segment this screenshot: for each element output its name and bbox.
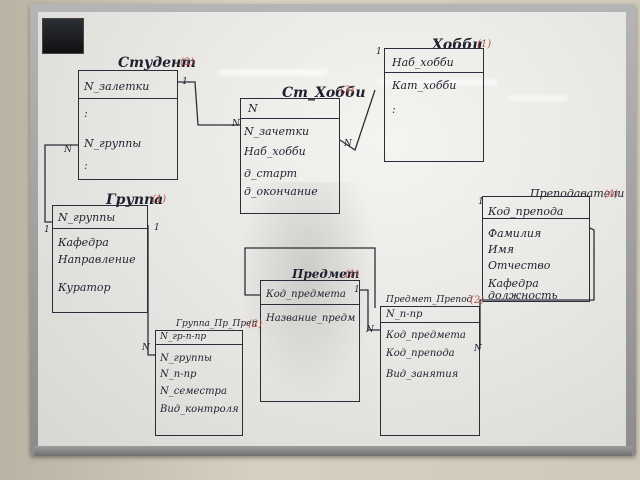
entity-divider: [155, 344, 243, 345]
entity-title-student: Студент: [118, 55, 196, 71]
field-group-subject-4: N_семестра: [160, 386, 227, 397]
entity-divider: [52, 228, 148, 229]
cardinality-one: 1: [478, 197, 484, 207]
field-teacher-4: Отчество: [488, 259, 551, 272]
entity-number-st-hobby: (3): [340, 85, 355, 96]
cardinality-one: 1: [44, 225, 50, 235]
field-hobby-1: Наб_хобби: [392, 56, 454, 69]
field-st-hobby-4: д_окончание: [244, 185, 318, 198]
field-student-2: :: [84, 107, 88, 120]
field-hobby-3: :: [392, 103, 396, 116]
field-student-3: N_группы: [84, 137, 142, 150]
entity-divider: [240, 118, 340, 119]
entity-title-group: Группа: [106, 192, 164, 208]
entity-title-st-hobby: Ст_Хобби: [282, 85, 366, 101]
key-st-hobby: N: [248, 102, 258, 115]
entity-number-hobby: (1): [477, 39, 492, 50]
entity-divider: [78, 98, 178, 99]
entity-subject: [260, 280, 360, 402]
cardinality-many: N: [142, 343, 150, 353]
cardinality-many: N: [344, 139, 352, 149]
entity-st-hobby: [240, 98, 340, 214]
field-st-hobby-1: N_зачетки: [244, 125, 310, 138]
cardinality-many: N: [64, 145, 72, 155]
field-teacher-3: Имя: [488, 243, 514, 256]
entity-group: [52, 205, 148, 313]
field-group-4: Куратор: [58, 281, 111, 294]
entity-number-student: (2): [180, 57, 195, 68]
entity-group-subject: [155, 330, 243, 436]
cardinality-one: 1: [376, 47, 382, 57]
board-logo-sticker: [42, 18, 84, 54]
cardinality-one: 1: [154, 223, 160, 233]
field-subject-teacher-4: Вид_занятия: [386, 369, 459, 380]
field-subject-2: Название_предм: [266, 313, 356, 324]
cardinality-one: 1: [182, 77, 188, 87]
field-group-1: N_группы: [58, 211, 116, 224]
entity-number-group-subject: (2): [248, 319, 263, 330]
field-teacher-1: Код_препода: [488, 205, 564, 218]
field-subject-teacher-2: Код_предмета: [386, 330, 466, 341]
entity-divider: [384, 72, 484, 73]
field-student-1: N_залетки: [84, 80, 150, 93]
entity-teacher: [482, 196, 590, 302]
field-teacher-6: должность: [488, 289, 558, 302]
entity-number-teacher: (4): [604, 189, 619, 200]
entity-number-group: (1): [152, 194, 167, 205]
entity-student: [78, 70, 178, 180]
cardinality-many: N: [232, 119, 240, 129]
field-hobby-2: Кат_хобби: [392, 79, 457, 92]
photographer-shadow: [238, 182, 378, 402]
entity-number-subject-teacher: (2): [470, 295, 485, 306]
cardinality-one: 1: [354, 285, 360, 295]
field-group-subject-3: N_п-пр: [160, 369, 197, 380]
field-group-subject-5: Вид_контроля: [160, 404, 239, 415]
field-st-hobby-2: Наб_хобби: [244, 145, 306, 158]
field-group-2: Кафедра: [58, 236, 109, 249]
cardinality-many: N: [366, 325, 374, 335]
entity-subject-teacher: [380, 306, 480, 436]
field-teacher-5: Кафедра: [488, 277, 539, 290]
entity-number-subject: (1): [345, 269, 360, 280]
field-group-subject-1: N_гр-п-пр: [160, 332, 207, 342]
field-subject-teacher-3: Код_препода: [386, 348, 455, 359]
field-teacher-2: Фамилия: [488, 227, 542, 240]
field-student-4: :: [84, 159, 88, 172]
field-subject-1: Код_предмета: [266, 289, 346, 300]
light-glare: [508, 96, 568, 100]
marker-tray: [34, 446, 632, 456]
field-group-subject-2: N_группы: [160, 353, 213, 364]
entity-title-group-subject: Группа_Пр_Преп: [176, 319, 258, 329]
entity-title-teacher: Преподаватели: [530, 187, 625, 200]
whiteboard: [38, 12, 626, 446]
entity-divider: [380, 322, 480, 323]
entity-title-subject: Предмет: [292, 267, 360, 281]
entity-divider: [260, 304, 360, 305]
entity-hobby: [384, 48, 484, 162]
field-group-3: Направление: [58, 253, 136, 266]
field-subject-teacher-1: N_п-пр: [386, 309, 423, 320]
light-glare: [218, 70, 328, 75]
light-glare: [378, 80, 498, 84]
cardinality-many: N: [474, 344, 482, 354]
field-st-hobby-3: д_старт: [244, 167, 298, 180]
entity-title-subject-teacher: Предмет_Препод: [386, 295, 473, 305]
entity-divider: [482, 218, 590, 219]
